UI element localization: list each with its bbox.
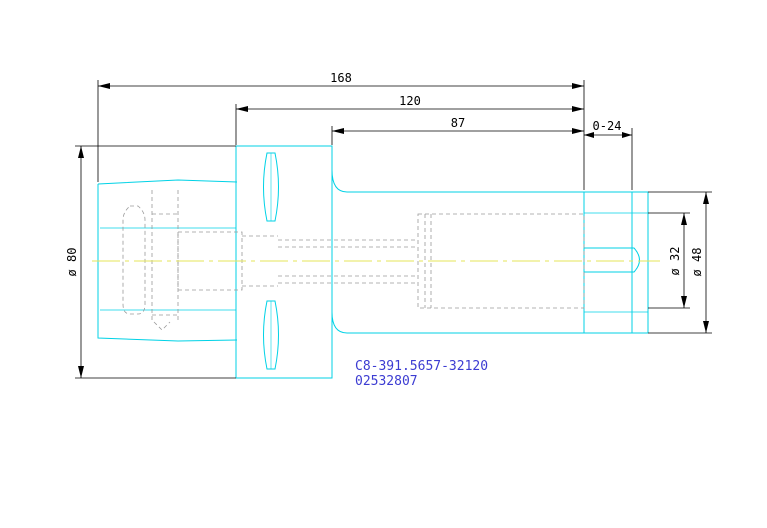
dim-overall-length: 168 xyxy=(330,71,352,85)
holder-body-outline xyxy=(331,169,585,334)
dimension-arrows xyxy=(78,83,709,378)
dimension-lines xyxy=(75,80,712,379)
nose-outline xyxy=(584,191,649,334)
order-number-label: 02532807 xyxy=(355,374,418,389)
end-pin-outline xyxy=(584,247,640,273)
dim-bore-diameter: ø 32 xyxy=(668,247,682,276)
dim-holder-length: 120 xyxy=(399,94,421,108)
flange-slot-bottom xyxy=(263,300,279,370)
dim-adjust-range: 0-24 xyxy=(593,119,622,133)
dim-shank-length: 87 xyxy=(451,116,465,130)
flange-slot-top xyxy=(263,152,279,222)
dim-nose-diameter: ø 48 xyxy=(690,248,704,277)
part-outline xyxy=(97,145,649,379)
dim-flange-diameter: ø 80 xyxy=(65,248,79,277)
part-number-label: C8-391.5657-32120 xyxy=(355,359,488,374)
flange-outline xyxy=(235,145,333,379)
hidden-lines xyxy=(122,190,585,331)
